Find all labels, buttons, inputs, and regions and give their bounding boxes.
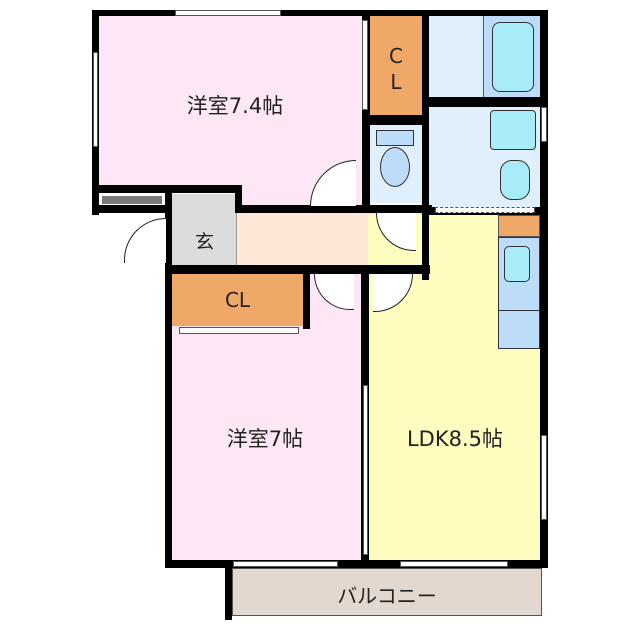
wall [540,10,548,566]
balcony [232,568,542,616]
door-entrance[interactable] [124,218,166,263]
window [179,327,299,334]
wall [92,185,242,193]
window [400,561,508,567]
window [362,20,368,110]
kitchen-counter-top [498,215,540,237]
room-label-entrance: 玄 [194,230,214,253]
wall [225,565,232,620]
bathtub-icon [492,22,534,92]
room-entrance [172,213,237,265]
wall [362,115,428,125]
room-closet-upper [370,15,422,115]
room-label-closet-upper-top: C [389,44,403,68]
wall [303,274,310,329]
window [233,561,338,567]
room-label-closet-lower: CL [224,288,251,312]
room-label-closet-upper-bottom: L [390,70,402,94]
wall [422,10,429,280]
wall [235,185,242,213]
window [175,10,281,16]
room-label-balcony: バルコニー [337,583,437,608]
wall [92,10,548,16]
toilet-icon [380,147,410,187]
entrance-step [172,194,235,213]
window [541,107,547,142]
toilet-tank-icon [376,130,414,146]
wall [165,265,430,274]
window [541,435,547,520]
storage-shelf [102,196,162,204]
kitchen-counter-divider [498,310,540,311]
room-label-ldk: LDK8.5帖 [406,427,504,451]
wall [165,193,172,273]
room-bedroom-2-closetcover [172,274,303,326]
room-bedroom-1 [98,15,366,185]
washbasin-icon [490,110,536,150]
window [93,52,98,147]
window [363,385,368,555]
wall [242,205,432,213]
room-label-bedroom-1: 洋室7.4帖 [186,94,284,118]
washing-machine-icon [500,160,530,200]
wall [428,97,543,107]
wall [362,10,370,210]
wall [165,265,172,567]
sink-icon [504,246,530,282]
room-label-bedroom-2: 洋室7帖 [226,427,304,451]
window [435,207,535,213]
wall [165,560,548,568]
